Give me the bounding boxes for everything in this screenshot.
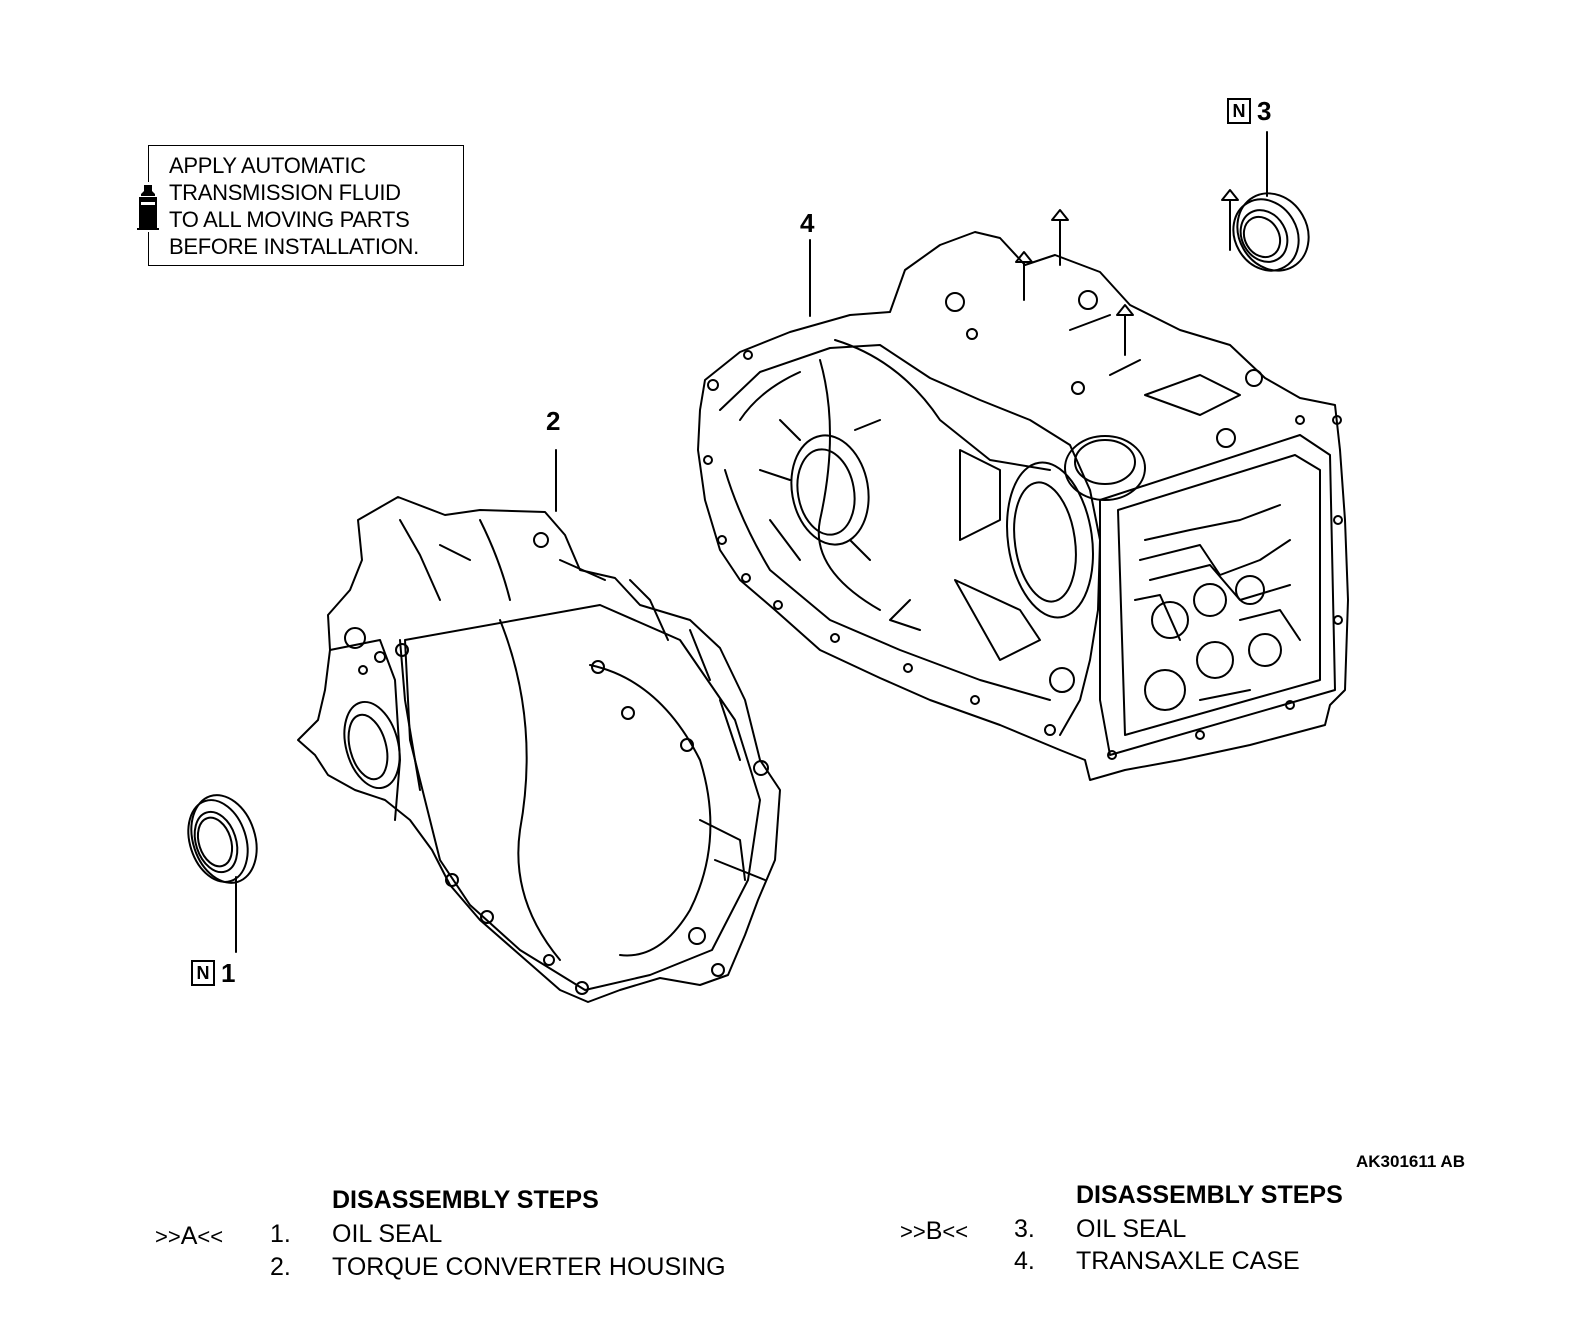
callout-2: 2 bbox=[546, 406, 560, 437]
non-reusable-badge: N bbox=[191, 960, 215, 986]
step-name: OIL SEAL bbox=[332, 1220, 443, 1248]
steps-header: DISASSEMBLY STEPS bbox=[1076, 1181, 1343, 1209]
note-text: APPLY AUTOMATIC TRANSMISSION FLUID TO AL… bbox=[169, 152, 419, 260]
step-name: TRANSAXLE CASE bbox=[1076, 1247, 1300, 1275]
step-number: 3. bbox=[1014, 1215, 1035, 1243]
step-ref: >>B<< bbox=[900, 1217, 969, 1245]
transaxle-case-part-4 bbox=[697, 189, 1349, 781]
steps-header: DISASSEMBLY STEPS bbox=[332, 1186, 599, 1214]
callout-number: 3 bbox=[1257, 96, 1272, 126]
callout-4: 4 bbox=[800, 208, 814, 239]
step-number: 4. bbox=[1014, 1247, 1035, 1275]
torque-converter-housing-part-2 bbox=[297, 496, 781, 1003]
step-ref: >>A<< bbox=[155, 1222, 224, 1250]
step-name: OIL SEAL bbox=[1076, 1215, 1187, 1243]
step-name: TORQUE CONVERTER HOUSING bbox=[332, 1253, 726, 1281]
fluid-bottle-icon bbox=[133, 182, 163, 232]
step-number: 2. bbox=[270, 1253, 291, 1281]
oil-seal-part-1 bbox=[187, 794, 258, 884]
oil-seal-part-3 bbox=[1232, 192, 1310, 272]
note-box: APPLY AUTOMATIC TRANSMISSION FLUID TO AL… bbox=[133, 145, 464, 266]
step-number: 1. bbox=[270, 1220, 291, 1248]
note-line: APPLY AUTOMATIC bbox=[169, 153, 366, 178]
note-line: TO ALL MOVING PARTS bbox=[169, 207, 410, 232]
callout-number: 4 bbox=[800, 208, 815, 238]
callout-number: 2 bbox=[546, 406, 561, 436]
figure-id: AK301611 AB bbox=[1356, 1152, 1465, 1171]
note-line: BEFORE INSTALLATION. bbox=[169, 234, 419, 259]
callout-number: 1 bbox=[221, 958, 236, 988]
note-line: TRANSMISSION FLUID bbox=[169, 180, 401, 205]
non-reusable-badge: N bbox=[1227, 98, 1251, 124]
